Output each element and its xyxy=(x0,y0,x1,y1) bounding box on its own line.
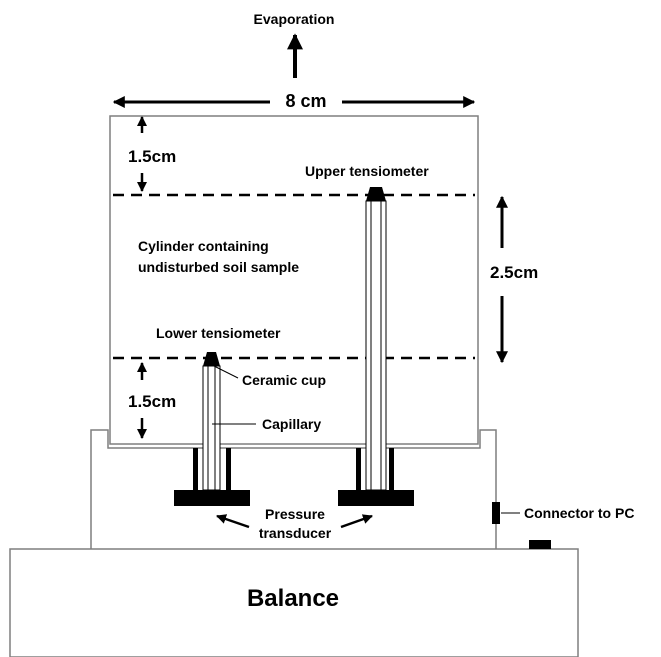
ceramic-cup-label: Ceramic cup xyxy=(242,372,326,388)
top-gap-label: 1.5cm xyxy=(128,147,176,166)
upper-tube-outer xyxy=(365,200,387,491)
lower-pressure-transducer xyxy=(174,490,250,506)
connector-label: Connector to PC xyxy=(524,505,634,521)
capillary-label: Capillary xyxy=(262,416,321,432)
width-label: 8 cm xyxy=(285,91,326,111)
cylinder-label-line1: Cylinder containing xyxy=(138,238,269,254)
soil-cylinder xyxy=(109,115,479,445)
upper-transducer-leg-right xyxy=(389,448,394,490)
spacing-label: 2.5cm xyxy=(490,263,538,282)
lower-transducer-leg-left xyxy=(193,448,198,490)
bottom-gap-label: 1.5cm xyxy=(128,392,176,411)
evaporation-label: Evaporation xyxy=(254,11,335,27)
connector-plug xyxy=(529,540,551,549)
lower-tube-outer xyxy=(202,365,221,491)
pressure-arrow-right xyxy=(340,514,373,529)
pressure-label-line1: Pressure xyxy=(265,506,325,522)
connector-vertical xyxy=(492,502,500,524)
balance-label: Balance xyxy=(247,585,339,612)
pressure-label-line2: transducer xyxy=(259,525,332,541)
balance-box xyxy=(9,548,579,657)
cylinder-label-line2: undisturbed soil sample xyxy=(138,259,299,275)
upper-ceramic-cup xyxy=(366,187,386,201)
upper-tensiometer-label: Upper tensiometer xyxy=(305,163,429,179)
upper-tensiometer xyxy=(338,187,414,506)
lower-ceramic-cup xyxy=(203,352,220,366)
sample-holder xyxy=(90,429,497,549)
pressure-arrow-left xyxy=(216,514,250,529)
lower-tensiometer xyxy=(174,352,250,506)
upper-transducer-leg-left xyxy=(356,448,361,490)
ceramic-cup-leader xyxy=(213,365,239,379)
lower-tensiometer-label: Lower tensiometer xyxy=(156,325,281,341)
lower-transducer-leg-right xyxy=(226,448,231,490)
upper-pressure-transducer xyxy=(338,490,414,506)
